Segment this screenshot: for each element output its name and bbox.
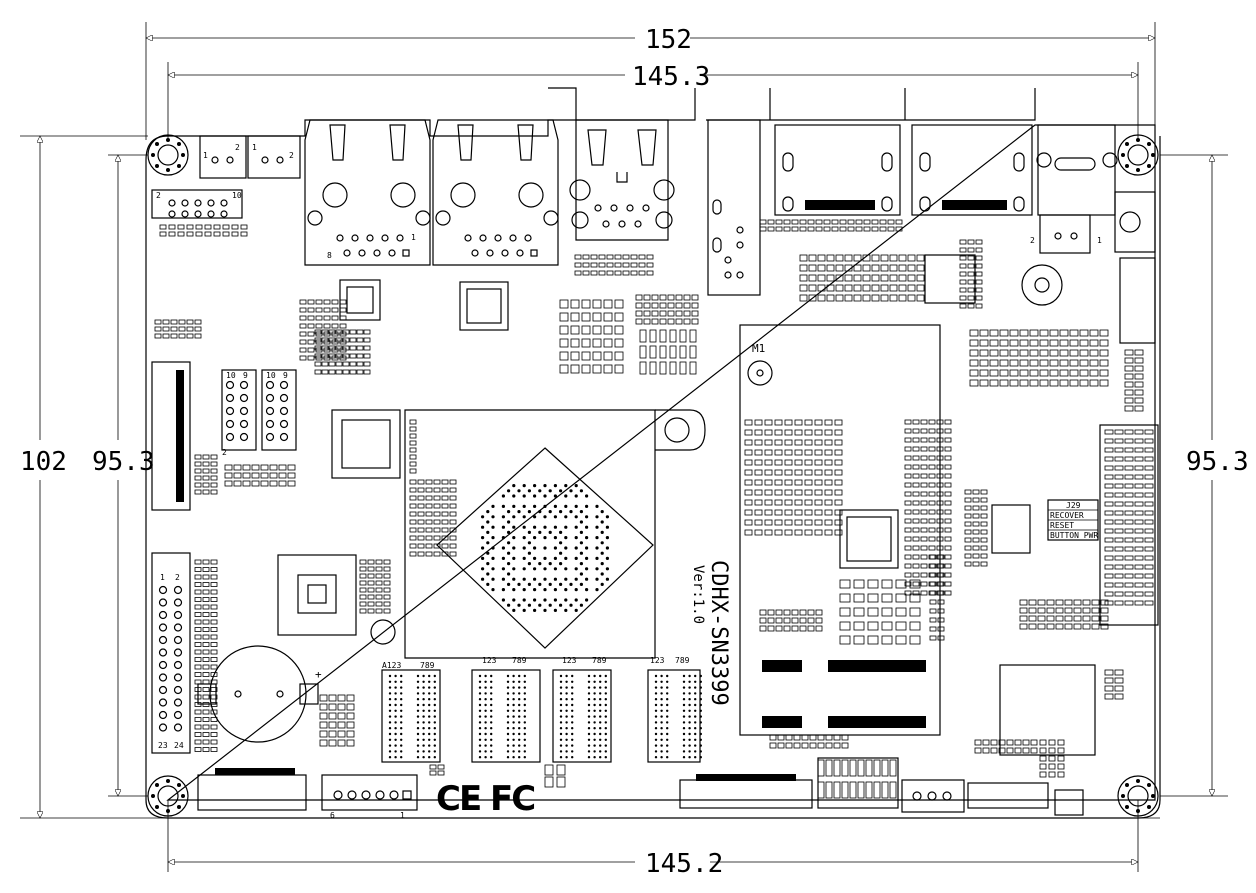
mounting-holes — [147, 134, 1159, 817]
dim-right: 95.3 — [1186, 447, 1249, 477]
svg-text:2: 2 — [222, 448, 227, 457]
svg-text:2: 2 — [289, 151, 294, 160]
dim-left-outer: 102 — [20, 447, 67, 477]
hdmi-ports — [774, 124, 1033, 216]
svg-text:123: 123 — [562, 656, 577, 665]
svg-text:2: 2 — [175, 573, 180, 582]
jumper-row-reset: RESET — [1050, 521, 1074, 530]
svg-text:1: 1 — [203, 151, 208, 160]
svg-text:1: 1 — [411, 233, 416, 242]
module-label: M1 — [752, 342, 765, 355]
svg-text:1: 1 — [252, 143, 257, 152]
chips — [277, 279, 509, 636]
svg-text:1: 1 — [1097, 236, 1102, 245]
jumper-j29 — [1047, 499, 1099, 541]
dim-left-inner: 95.3 — [92, 447, 155, 477]
soc-area — [370, 409, 706, 659]
cefc-logo: CE FC — [436, 779, 534, 819]
svg-text:10: 10 — [226, 371, 236, 380]
dim-bottom: 145.2 — [645, 849, 723, 879]
svg-text:A123: A123 — [382, 661, 401, 670]
svg-text:1: 1 — [160, 573, 165, 582]
jumper-row-button-pwr: BUTTON PWR — [1050, 531, 1098, 540]
svg-text:789: 789 — [592, 656, 607, 665]
audio-jacks — [707, 119, 761, 296]
m1-module — [739, 254, 1031, 736]
dimension-lines — [20, 22, 1228, 872]
dc-jack: 2 1 — [1030, 124, 1156, 254]
board-model: CDHX-SN3399 — [706, 560, 731, 706]
left-headers: 2 10 10 9 2 10 9 1 2 23 24 — [151, 189, 297, 754]
svg-text:789: 789 — [420, 661, 435, 670]
svg-text:9: 9 — [283, 371, 288, 380]
svg-text:9: 9 — [243, 371, 248, 380]
svg-text:+: + — [315, 668, 322, 681]
rtc-battery: + — [197, 645, 322, 743]
svg-text:8: 8 — [327, 251, 332, 260]
ddr-chips: A123 789 123 789 123 789 123 789 — [381, 656, 702, 763]
svg-text:23: 23 — [158, 741, 168, 750]
svg-text:2: 2 — [1030, 236, 1035, 245]
svg-text:24: 24 — [174, 741, 184, 750]
bottom-connectors: 6 1 — [197, 757, 1084, 820]
fan-connectors: 1 2 1 2 — [199, 135, 301, 179]
svg-text:123: 123 — [482, 656, 497, 665]
board-outline — [145, 87, 1161, 819]
svg-text:2: 2 — [235, 143, 240, 152]
serial-port — [569, 119, 675, 241]
svg-text:789: 789 — [675, 656, 690, 665]
jumper-title: J29 — [1066, 501, 1081, 510]
svg-text:123: 123 — [650, 656, 665, 665]
rj45-ports: 8 1 — [304, 119, 559, 266]
right-connector — [999, 257, 1159, 756]
buzzer — [1021, 264, 1063, 306]
dim-top-inner: 145.3 — [632, 62, 710, 92]
jumper-row-recover: RECOVER — [1050, 511, 1084, 520]
svg-text:10: 10 — [266, 371, 276, 380]
svg-text:6: 6 — [330, 811, 335, 820]
dim-top-outer: 152 — [645, 25, 692, 55]
board-version: Ver:1.0 — [690, 565, 706, 624]
svg-text:10: 10 — [232, 191, 242, 200]
svg-text:2: 2 — [156, 191, 161, 200]
smd-components — [154, 219, 1154, 799]
svg-text:789: 789 — [512, 656, 527, 665]
svg-text:1: 1 — [400, 811, 405, 820]
